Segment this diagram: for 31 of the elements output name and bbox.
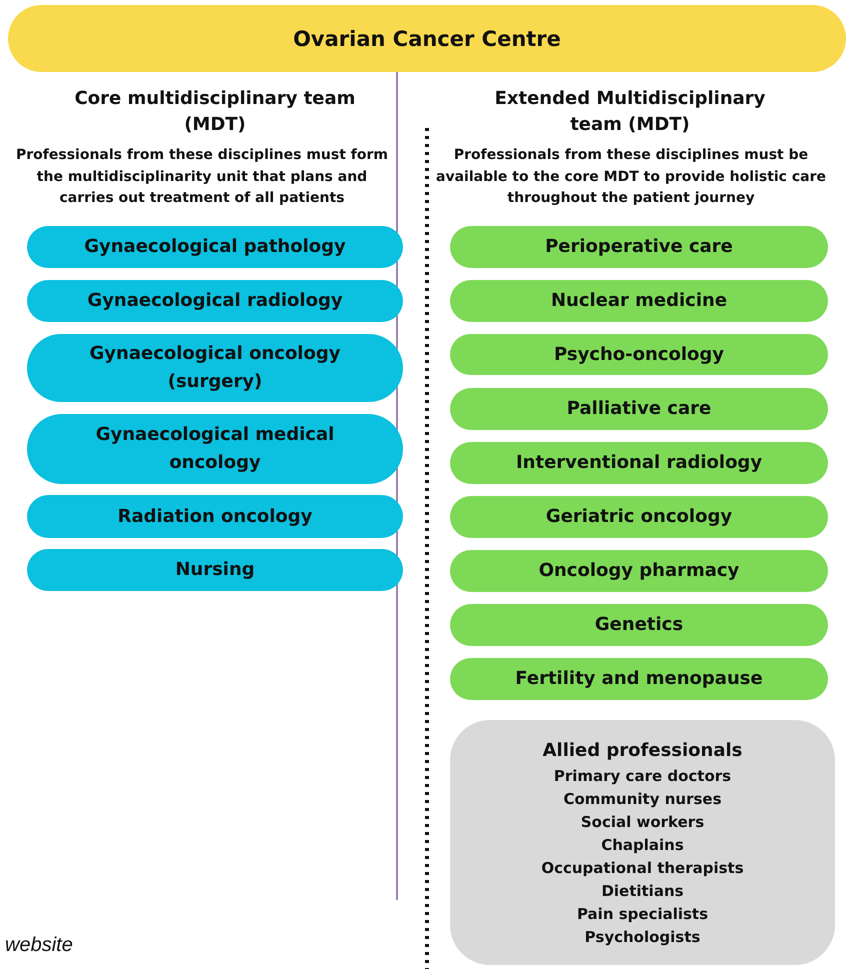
- discipline-pill: Nursing: [27, 549, 403, 591]
- discipline-pill: Gynaecological radiology: [27, 280, 403, 322]
- list-item: Chaplains: [601, 834, 684, 856]
- list-item: Psychologists: [584, 926, 700, 948]
- discipline-pill: Genetics: [450, 604, 828, 646]
- discipline-pill: Radiation oncology: [27, 495, 403, 538]
- list-item: Social workers: [580, 812, 704, 832]
- allied-professionals-card: [450, 720, 835, 965]
- discipline-pill: Interventional radiology: [450, 442, 828, 484]
- list-item: Primary care doctors: [554, 766, 732, 786]
- discipline-pill: Fertility and menopause: [450, 658, 828, 700]
- section-description: Professionals from these disciplines must be available to the core MDT to provide holistic care throughout the patient journey: [436, 146, 826, 208]
- list-item: Pain specialists: [576, 904, 708, 924]
- section-heading: Core multidisciplinary team (MDT): [74, 87, 356, 137]
- discipline-pill: Gynaecological pathology: [27, 226, 403, 268]
- list-item: Occupational therapists: [541, 858, 744, 878]
- section-heading: Extended Multidisciplinary team (MDT): [494, 87, 766, 137]
- discipline-pill: Nuclear medicine: [450, 280, 828, 322]
- title-banner: Ovarian Cancer Centre: [8, 5, 846, 72]
- discipline-pill: Oncology pharmacy: [450, 550, 828, 592]
- discipline-pill: Palliative care: [450, 388, 828, 430]
- footnote: website: [5, 933, 73, 958]
- discipline-pill: Gynaecological oncology (surgery): [27, 334, 403, 402]
- card-heading: Allied professionals: [542, 738, 742, 762]
- discipline-pill: Psycho-oncology: [450, 334, 828, 375]
- section-description: Professionals from these disciplines must form the multidisciplinarity unit that plans and carries out treatment of all patients: [15, 146, 389, 208]
- discipline-pill: Gynaecological medical oncology: [27, 414, 403, 484]
- list-item: Community nurses: [563, 788, 722, 810]
- discipline-pill: Perioperative care: [450, 226, 828, 268]
- discipline-pill: Geriatric oncology: [450, 496, 828, 538]
- list-item: Dietitians: [601, 880, 684, 902]
